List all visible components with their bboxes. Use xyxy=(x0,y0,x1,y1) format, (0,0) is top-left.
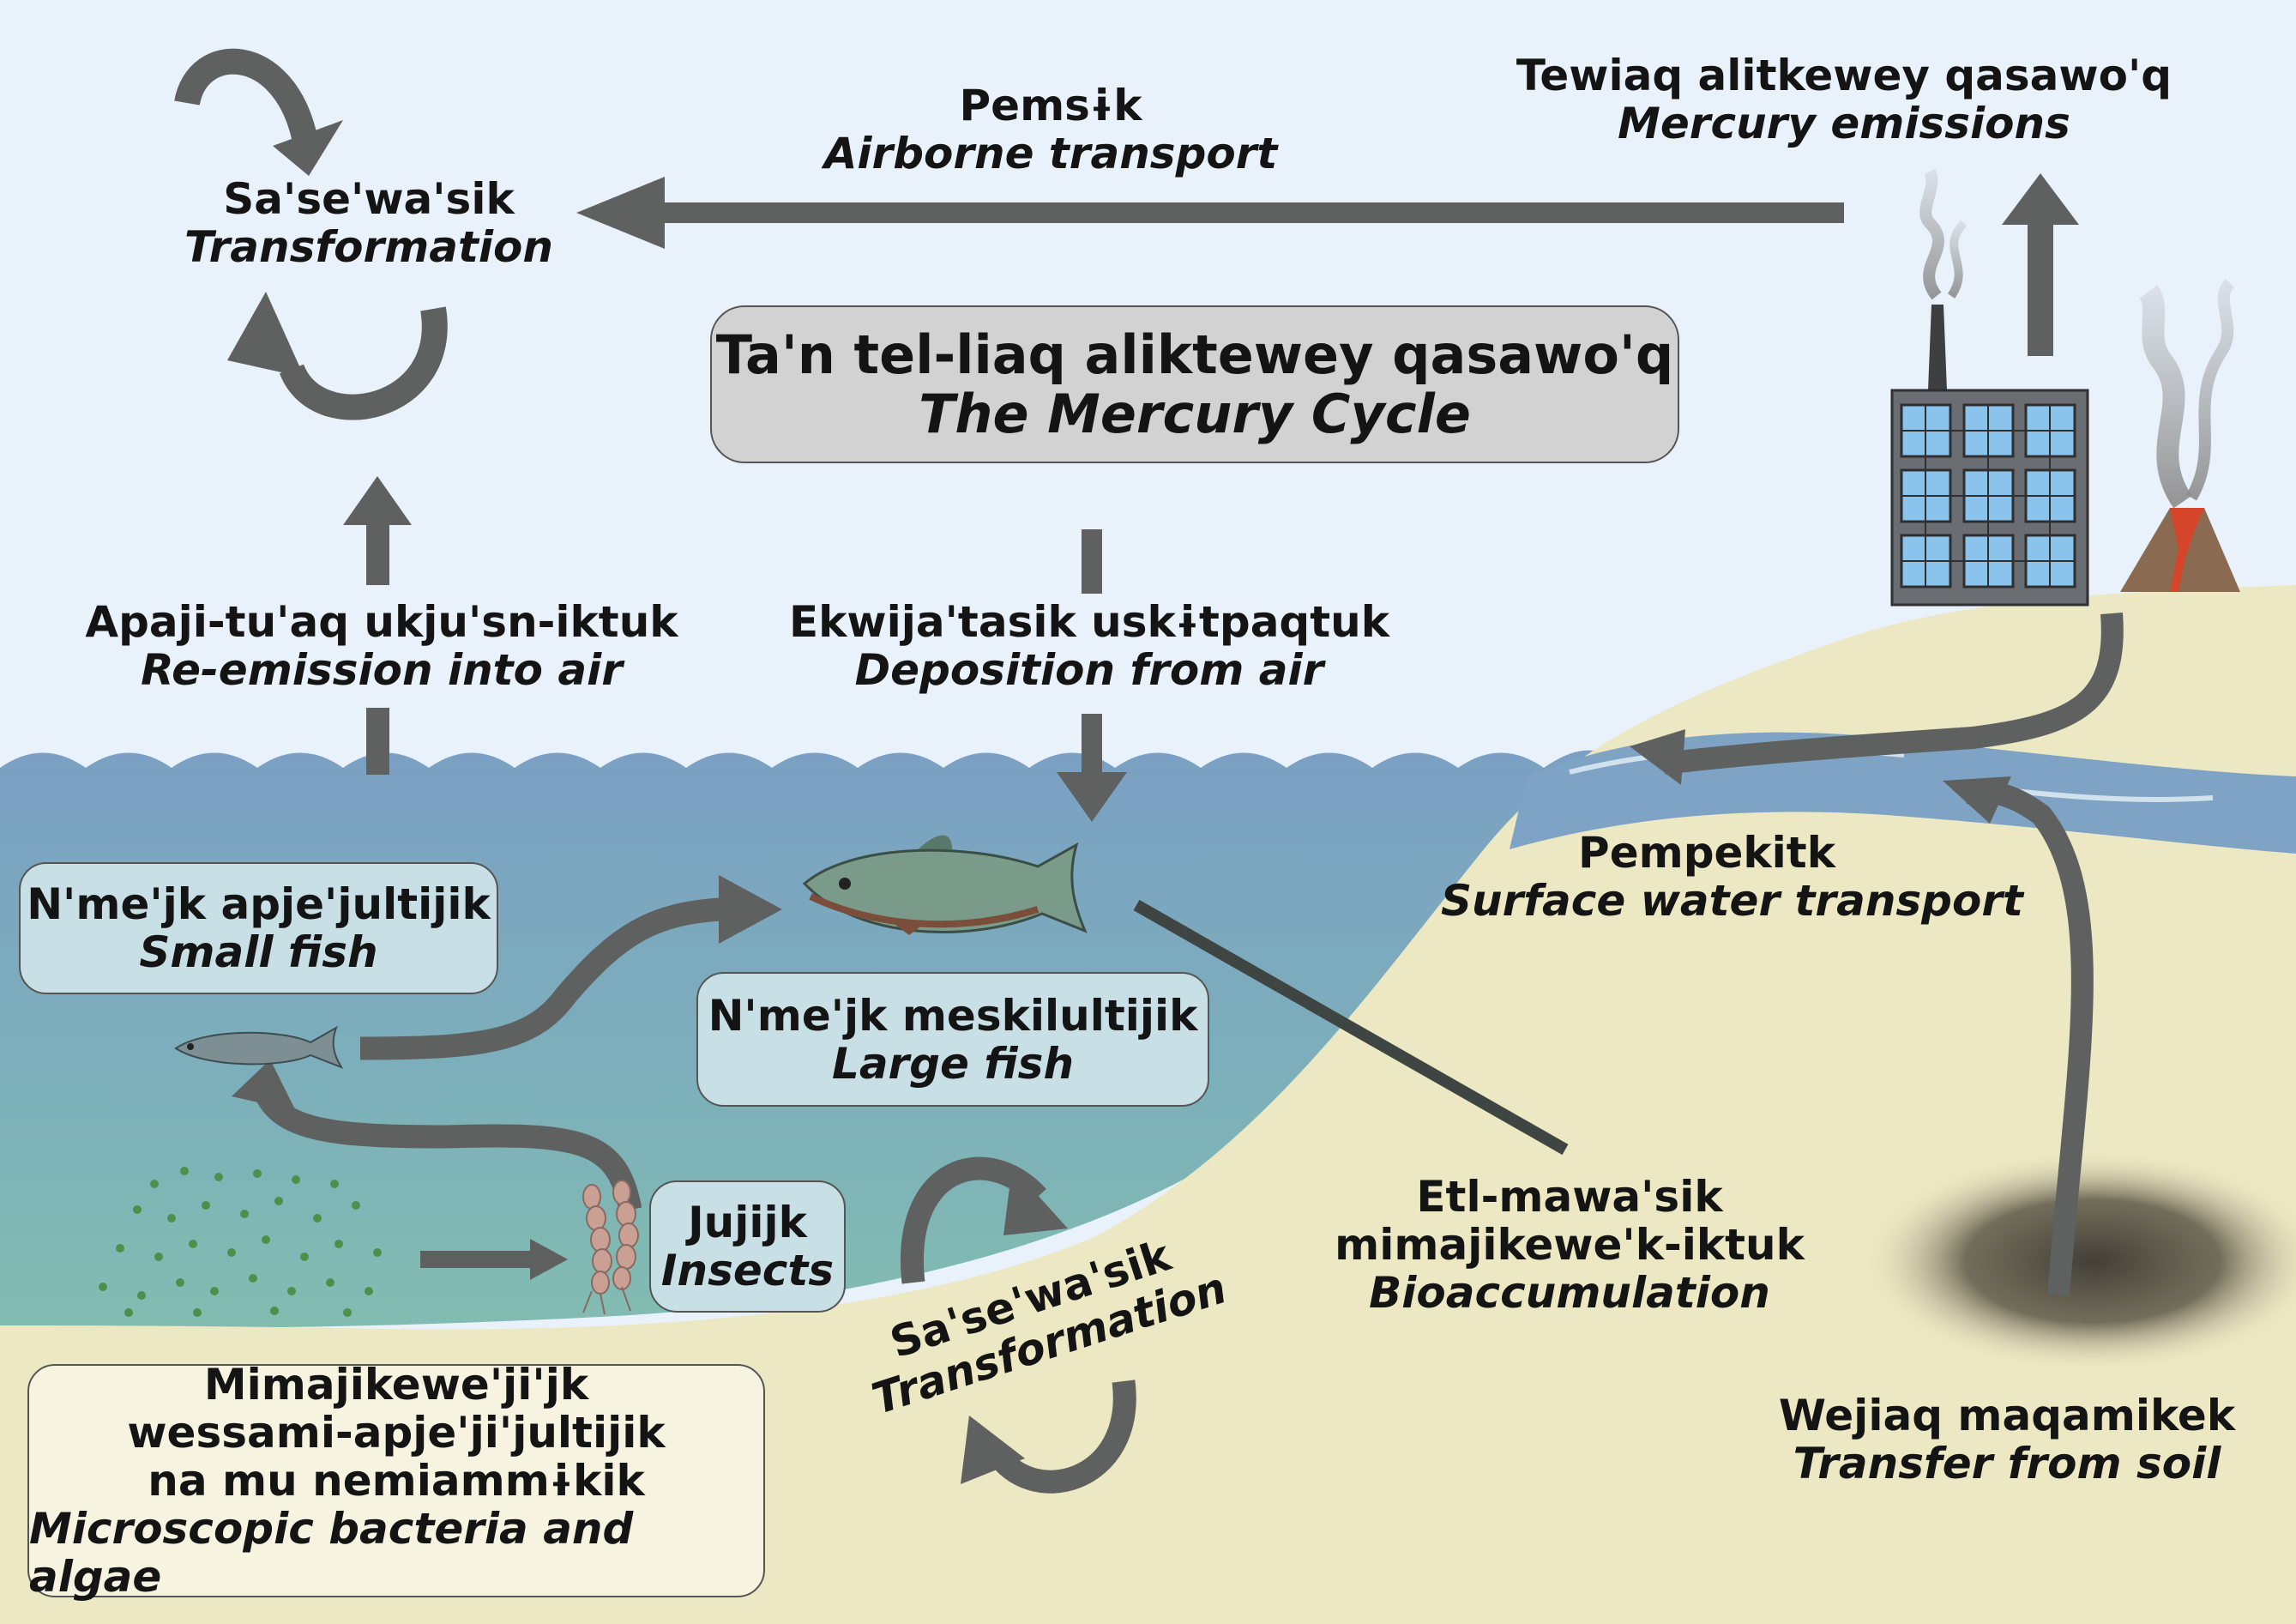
title-english: The Mercury Cycle xyxy=(919,383,1471,445)
deposition-arrow-upper xyxy=(1082,529,1102,594)
deposition-label: Ekwija'tasik uskɨtpaqtuk Deposition from… xyxy=(789,597,1389,695)
arrowheads xyxy=(227,120,2011,1484)
large-fish-icon xyxy=(802,835,1088,935)
insects-box: Jujijk Insects xyxy=(649,1180,846,1313)
small-fish-icon xyxy=(174,1025,344,1070)
bioaccumulation-line xyxy=(1133,899,1569,1156)
arrows xyxy=(343,173,2079,1280)
soil-contamination xyxy=(1861,1150,2296,1373)
transformation-air-label: Sa'se'wa'sik Transformation xyxy=(184,174,553,272)
bioaccumulation-label: Etl-mawa'sik mimajikewe'k-iktuk Bioaccum… xyxy=(1335,1172,1805,1318)
emissions-arrow xyxy=(2028,214,2053,356)
factory-icon xyxy=(1890,168,2089,607)
title-mikmaq: Ta'n tel-liaq aliktewey qasawo'q xyxy=(715,323,1674,386)
reemission-label: Apaji-tu'aq ukju'sn-iktuk Re-emission in… xyxy=(85,597,678,695)
algae-dots xyxy=(99,1167,382,1317)
reemission-arrow-lower xyxy=(366,708,389,775)
insect-larvae-icon xyxy=(582,1180,639,1315)
airborne-arrow xyxy=(665,202,1844,223)
soil-transfer-label: Wejiaq maqamikek Transfer from soil xyxy=(1778,1391,2236,1488)
algae-to-insect-arrow xyxy=(420,1251,532,1268)
small-fish-box: N'me'jk apje'jultijik Small fish xyxy=(19,862,498,994)
surface-water-label: Pempekitk Surface water transport xyxy=(1441,828,2023,926)
large-fish-box: N'me'jk meskilultijik Large fish xyxy=(696,972,1209,1107)
volcano-icon xyxy=(2120,279,2240,592)
emissions-label: Tewiaq alitkewey qasawo'q Mercury emissi… xyxy=(1516,51,2172,148)
microscopic-box: Mimajikewe'ji'jk wessami-apje'ji'jultiji… xyxy=(27,1361,765,1601)
title-box: Ta'n tel-liaq aliktewey qasawo'q The Mer… xyxy=(710,305,1679,463)
airborne-label: Pemsɨk Airborne transport xyxy=(823,81,1278,178)
